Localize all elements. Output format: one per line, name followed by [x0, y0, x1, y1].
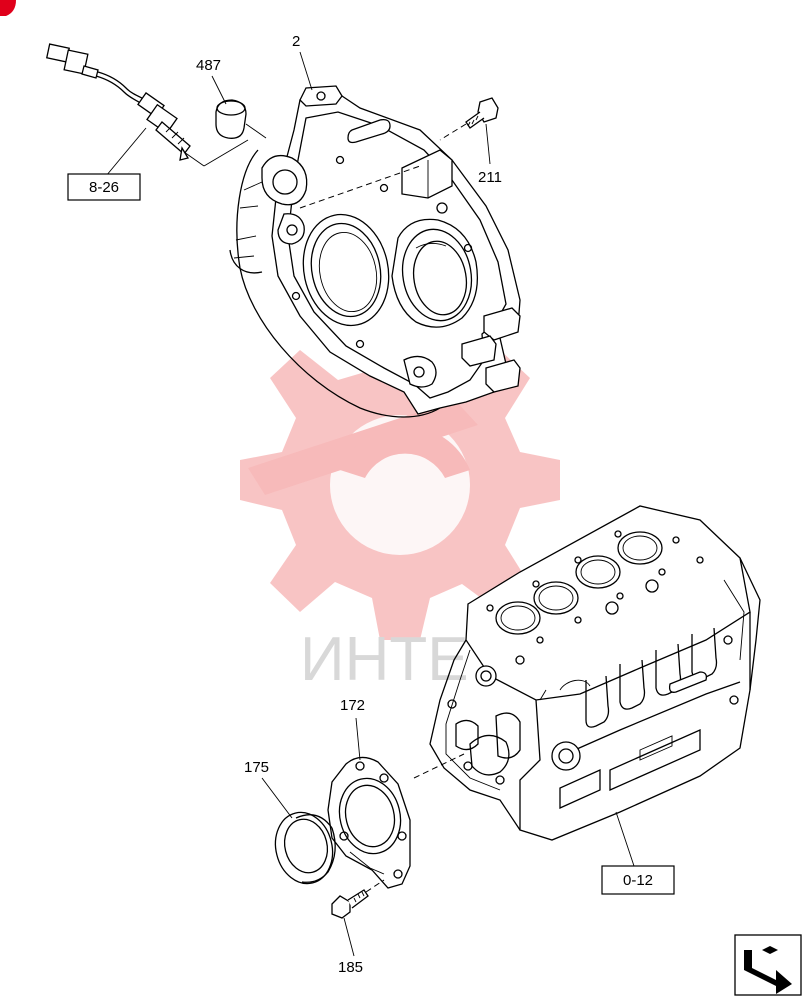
- leader-211: [485, 123, 491, 165]
- bolt-185: [331, 889, 369, 919]
- callout-185: 185: [338, 959, 363, 976]
- flywheel-housing: [229, 85, 521, 418]
- leader-172: [355, 717, 361, 761]
- alignment-line-seal-case: [413, 753, 465, 779]
- leader-185: [343, 917, 355, 957]
- leader-sensor: [183, 151, 205, 167]
- leader-175: [261, 777, 293, 819]
- oil-seal-175: [274, 811, 336, 885]
- reference-box-0-12[interactable]: 0-12: [601, 865, 675, 895]
- alignment-line-211: [439, 123, 467, 141]
- bolt-211: [465, 97, 499, 129]
- alignment-line-housing: [299, 165, 421, 209]
- leader-487: [211, 75, 227, 105]
- leader-sensor-housing: [203, 139, 249, 167]
- callout-175: 175: [244, 759, 269, 776]
- callout-2: 2: [292, 33, 300, 50]
- plug-cap-487: [215, 99, 247, 139]
- leader-0-12: [615, 811, 635, 867]
- leader-8-26: [105, 127, 147, 177]
- next-page-arrow-icon[interactable]: [734, 934, 802, 996]
- leader-487-housing: [245, 123, 267, 139]
- leader-2: [299, 51, 313, 91]
- reference-box-8-26[interactable]: 8-26: [67, 173, 141, 201]
- reference-label-0-12: 0-12: [623, 872, 653, 889]
- callout-487: 487: [196, 57, 221, 74]
- corner-mark: [0, 0, 16, 16]
- engine-block: [429, 505, 761, 841]
- reference-label-8-26: 8-26: [89, 179, 119, 196]
- callout-172: 172: [340, 697, 365, 714]
- alignment-line-185: [365, 879, 385, 893]
- speed-sensor-with-connector: [45, 43, 191, 161]
- watermark-logo: [240, 330, 560, 640]
- oil-seal-case-172: [327, 756, 411, 889]
- callout-211: 211: [478, 169, 502, 186]
- watermark-text: ИНТЕ: [300, 625, 469, 694]
